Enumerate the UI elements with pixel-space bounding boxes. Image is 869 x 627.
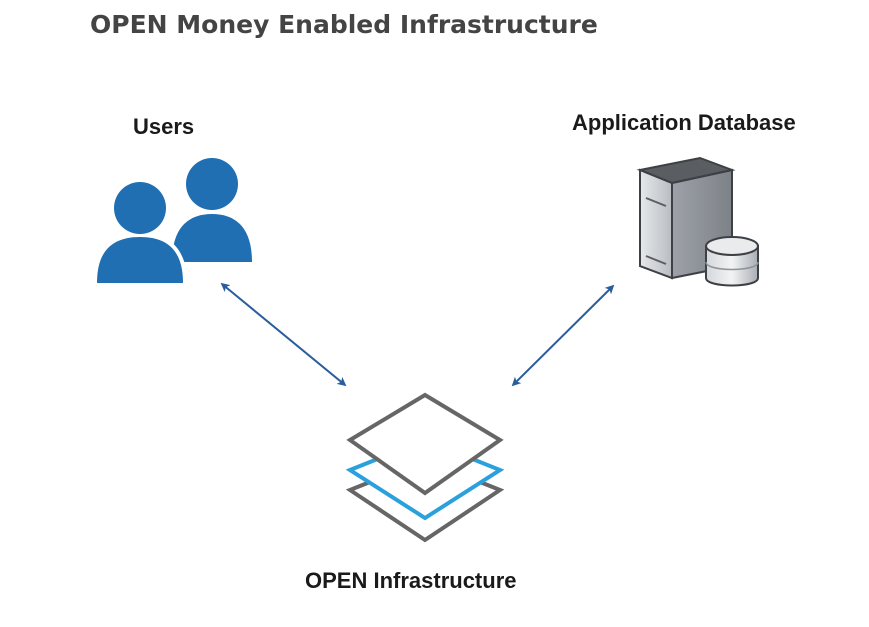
database-infrastructure-arrow — [511, 284, 615, 387]
layers-icon — [345, 392, 505, 543]
open-infrastructure-label: OPEN Infrastructure — [305, 568, 517, 593]
users-icon — [92, 158, 252, 288]
application-database-label: Application Database — [572, 110, 796, 135]
database-server-icon — [636, 156, 759, 287]
users-infrastructure-arrow — [220, 282, 347, 387]
users-label: Users — [133, 114, 195, 139]
page-title: OPEN Money Enabled Infrastructure — [90, 10, 598, 39]
